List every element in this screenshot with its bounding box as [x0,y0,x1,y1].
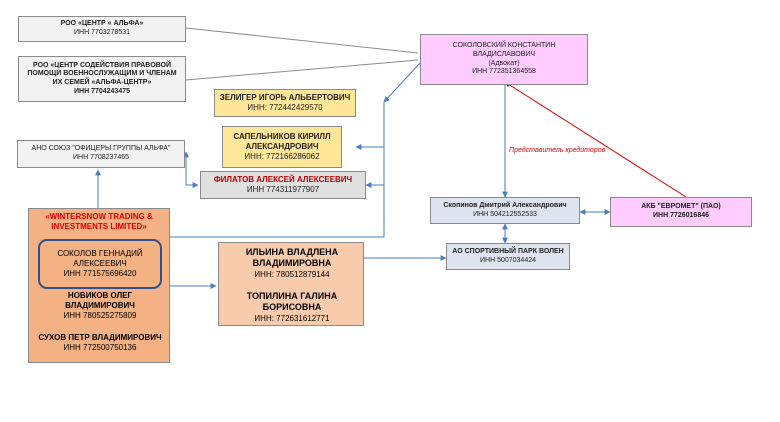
node-filatov: ФИЛАТОВ АЛЕКСЕЙ АЛЕКСЕЕВИЧ ИНН 774311977… [200,171,366,199]
node-inn: ИНН 7726016846 [652,212,710,219]
sukhov-name: СУХОВ ПЕТР ВЛАДИМИРОВИЧ [38,333,162,342]
novikov-inn: ИНН 780525275809 [63,311,137,320]
link-sokolovsky-zelinger [383,62,421,103]
node-inn: ИНН 7704243475 [73,87,131,95]
node-inn: ИНН: 772166286062 [244,152,320,161]
node-wintersnow: «WINTERSNOW TRADING & INVESTMENTS LIMITE… [28,208,170,363]
ilyina-inn: ИНН: 780512879144 [254,269,330,279]
topilina-name: ТОПИЛИНА ГАЛИНА БОРИСОВНА [246,291,338,313]
sukhov-inn: ИНН 772500750136 [63,343,137,352]
node-inn: ИНН 772351364558 [472,68,536,76]
sokolov-subbox: СОКОЛОВ ГЕННАДИЙ АЛЕКСЕЕВИЧ ИНН 77157569… [38,239,162,289]
node-ano: АНО СОЮЗ "ОФИЦЕРЫ ГРУППЫ АЛЬФА" ИНН 7708… [17,140,185,168]
node-name: ФИЛАТОВ АЛЕКСЕЙ АЛЕКСЕЕВИЧ [213,175,353,184]
node-name: Скопинов Дмитрий Александрович [443,201,567,209]
node-role: (Адвокат) [488,59,520,67]
node-inn: ИНН 7703278531 [73,29,131,36]
node-name: ЗЕЛИГЕР ИГОРЬ АЛЬБЕРТОВИЧ [219,93,351,102]
node-inn: ИНН 5007034424 [479,256,537,264]
node-inn: ИНН 774311977907 [246,185,320,194]
node-name: САПЕЛЬНИКОВ КИРИЛЛ АЛЕКСАНДРОВИЧ [233,132,331,151]
node-park: АО СПОРТИВНЫЙ ПАРК ВОЛЕН ИНН 5007034424 [446,243,570,270]
novikov-name: НОВИКОВ ОЛЕГ ВЛАДИМИРОВИЧ [65,291,135,310]
node-skopinov: Скопинов Дмитрий Александрович ИНН 50421… [430,197,580,224]
node-ilyina-topilina: ИЛЬИНА ВЛАДЛЕНА ВЛАДИМИРОВНА ИНН: 780512… [218,242,364,326]
link-roo-help-sokolovsky [185,59,419,81]
node-roo-help: РОО «ЦЕНТР СОДЕЙСТВИЯ ПРАВОВОЙ ПОМОЩИ ВО… [18,56,186,102]
sukhov-block: СУХОВ ПЕТР ВЛАДИМИРОВИЧ ИНН 772500750136 [33,333,167,353]
sokolov-name: СОКОЛОВ ГЕННАДИЙ АЛЕКСЕЕВИЧ [57,249,143,268]
wintersnow-title: «WINTERSNOW TRADING & INVESTMENTS LIMITE… [45,212,153,231]
node-name: РОО «ЦЕНТР СОДЕЙСТВИЯ ПРАВОВОЙ ПОМОЩИ ВО… [27,61,177,87]
node-name: СОКОЛОВСКИЙ КОНСТАНТИН ВЛАДИСЛАВОВИЧ [452,42,556,58]
topilina-inn: ИНН: 772631612771 [254,313,330,323]
sokolov-inn: ИНН 771575696420 [63,269,137,278]
ilyina-block: ИЛЬИНА ВЛАДЛЕНА ВЛАДИМИРОВНА ИНН: 780512… [225,247,359,280]
node-inn: ИНН 7708237465 [72,154,130,161]
link-akb-sokolovsky [504,81,687,198]
node-roo-alfa: РОО «ЦЕНТР « АЛЬФА» ИНН 7703278531 [18,16,186,42]
node-zelinger: ЗЕЛИГЕР ИГОРЬ АЛЬБЕРТОВИЧ ИНН: 772442429… [214,89,356,117]
node-sokolovsky: СОКОЛОВСКИЙ КОНСТАНТИН ВЛАДИСЛАВОВИЧ (Ад… [420,34,588,85]
edge-label-creditors: Представитель кредиторов [509,147,606,154]
node-name: РОО «ЦЕНТР « АЛЬФА» [60,20,144,28]
ilyina-name: ИЛЬИНА ВЛАДЛЕНА ВЛАДИМИРОВНА [245,247,339,269]
node-inn: ИНН 504212552533 [473,210,537,218]
node-name: АНО СОЮЗ "ОФИЦЕРЫ ГРУППЫ АЛЬФА" [31,145,171,153]
novikov-block: НОВИКОВ ОЛЕГ ВЛАДИМИРОВИЧ ИНН 7805252758… [37,291,163,321]
node-name: АО СПОРТИВНЫЙ ПАРК ВОЛЕН [452,247,564,255]
link-roo-alfa-sokolovsky [185,27,419,54]
node-sapelnikov: САПЕЛЬНИКОВ КИРИЛЛ АЛЕКСАНДРОВИЧ ИНН: 77… [222,126,342,168]
node-name: АКБ "ЕВРОМЕТ" (ПАО) [641,203,721,211]
topilina-block: ТОПИЛИНА ГАЛИНА БОРИСОВНА ИНН: 772631612… [225,291,359,324]
node-akb: АКБ "ЕВРОМЕТ" (ПАО) ИНН 7726016846 [610,197,752,227]
link-ano-filatov [183,151,199,188]
node-inn: ИНН: 772442429570 [247,103,323,112]
